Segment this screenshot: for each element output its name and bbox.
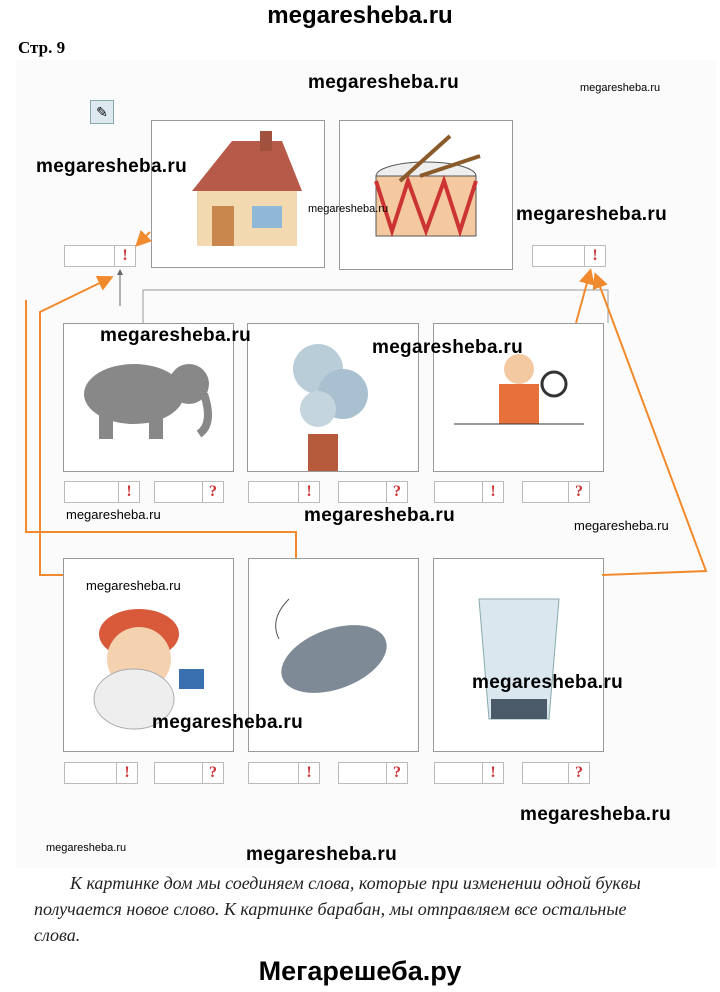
watermark: megaresheba.ru <box>472 672 623 693</box>
exclaim-mark: ! <box>116 763 137 783</box>
answer-box-clown-2[interactable]: ? <box>522 481 590 503</box>
watermark: megaresheba.ru <box>372 337 523 358</box>
edit-icon[interactable]: ✎ <box>90 100 114 124</box>
question-mark: ? <box>386 763 407 783</box>
question-mark: ? <box>568 763 589 783</box>
answer-box-clown-1[interactable]: ! <box>434 481 504 503</box>
watermark: megaresheba.ru <box>516 204 667 225</box>
picture-drum <box>339 120 513 270</box>
exclaim-mark: ! <box>584 246 605 266</box>
watermark: megaresheba.ru <box>574 518 669 533</box>
picture-house <box>151 120 325 268</box>
page-label: Стр. 9 <box>18 38 66 57</box>
watermark: megaresheba.ru <box>246 844 397 865</box>
watermark: megaresheba.ru <box>86 578 181 593</box>
watermark: megaresheba.ru <box>580 82 661 94</box>
answer-box-glass-2[interactable]: ? <box>522 762 590 784</box>
answer-box-drum[interactable]: ! <box>532 245 606 267</box>
exclaim-mark: ! <box>298 482 319 502</box>
picture-clown <box>433 323 604 472</box>
exclaim-mark: ! <box>482 482 503 502</box>
watermark: megaresheba.ru <box>308 203 389 215</box>
site-header: megaresheba.ru <box>267 2 453 29</box>
answer-box-grandpa-1[interactable]: ! <box>64 762 138 784</box>
question-mark: ? <box>202 482 223 502</box>
watermark: megaresheba.ru <box>152 712 303 733</box>
watermark: megaresheba.ru <box>66 507 161 522</box>
answer-box-smoke-2[interactable]: ? <box>338 481 408 503</box>
answer-box-elephant-1[interactable]: ! <box>64 481 140 503</box>
watermark: megaresheba.ru <box>304 505 455 526</box>
answer-box-grandpa-2[interactable]: ? <box>154 762 224 784</box>
watermark: megaresheba.ru <box>46 842 127 854</box>
picture-grandpa <box>63 558 234 752</box>
answer-box-glass-1[interactable]: ! <box>434 762 504 784</box>
answer-box-smoke-1[interactable]: ! <box>248 481 320 503</box>
exclaim-mark: ! <box>298 763 319 783</box>
question-mark: ? <box>568 482 589 502</box>
site-footer: Мегарешеба.ру <box>258 956 462 986</box>
picture-glass <box>433 558 604 752</box>
exclaim-mark: ! <box>118 482 139 502</box>
answer-box-catfish-2[interactable]: ? <box>338 762 408 784</box>
watermark: megaresheba.ru <box>100 325 251 346</box>
watermark: megaresheba.ru <box>308 72 459 93</box>
question-mark: ? <box>202 763 223 783</box>
answer-box-house[interactable]: ! <box>64 245 136 267</box>
question-mark: ? <box>386 482 407 502</box>
answer-box-elephant-2[interactable]: ? <box>154 481 224 503</box>
exclaim-mark: ! <box>114 246 135 266</box>
watermark: megaresheba.ru <box>520 804 671 825</box>
exclaim-mark: ! <box>482 763 503 783</box>
watermark: megaresheba.ru <box>36 156 187 177</box>
answer-box-catfish-1[interactable]: ! <box>248 762 320 784</box>
picture-catfish <box>248 558 419 752</box>
caption-text: К картинке дом мы соединяем слова, котор… <box>34 873 641 945</box>
